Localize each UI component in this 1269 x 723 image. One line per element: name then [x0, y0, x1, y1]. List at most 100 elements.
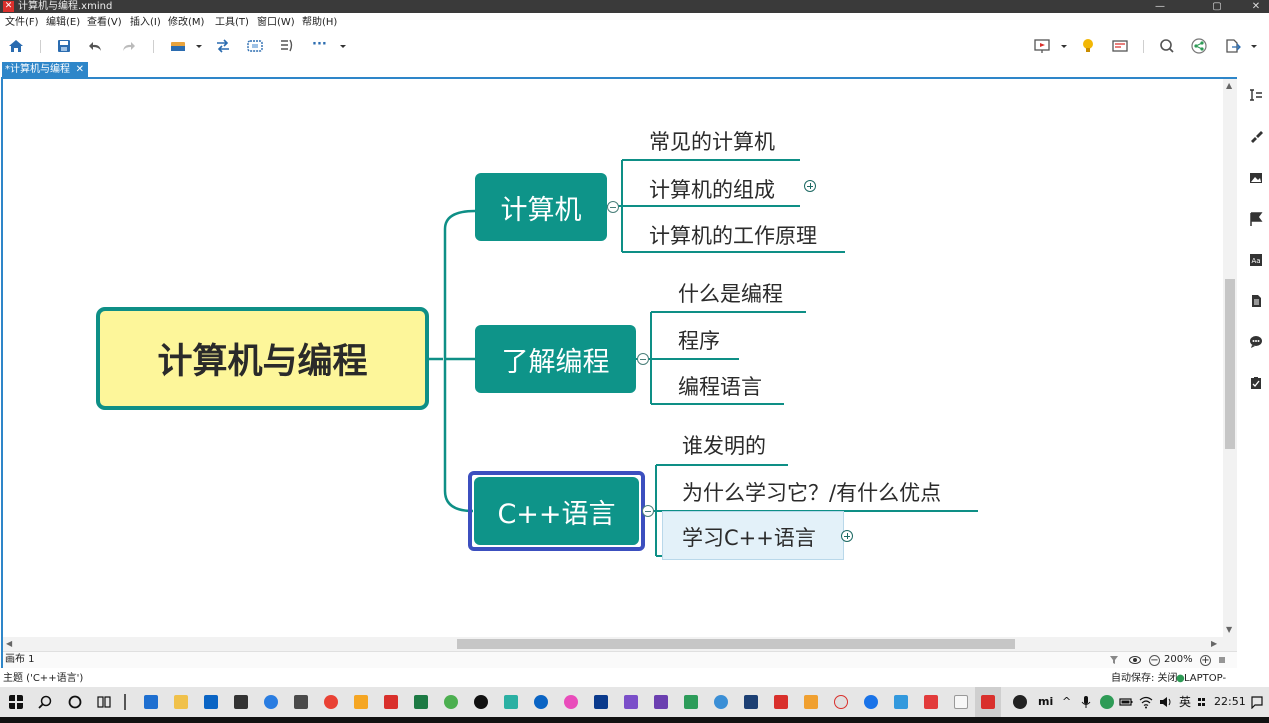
app-yellow-icon[interactable] [354, 695, 368, 709]
scroll-up-icon[interactable]: ▲ [1226, 81, 1233, 90]
app-dark-blue-icon[interactable] [594, 695, 608, 709]
chevron-down-icon[interactable] [1248, 37, 1260, 55]
ime-grid-icon[interactable] [1197, 695, 1207, 709]
scroll-down-icon[interactable]: ▼ [1226, 625, 1233, 634]
wifi-icon[interactable] [1139, 695, 1153, 709]
relationship-icon[interactable] [214, 37, 232, 55]
chevron-down-icon[interactable] [1058, 37, 1070, 55]
notification-icon[interactable] [1250, 695, 1264, 709]
outliner-icon[interactable] [1249, 88, 1263, 102]
app-bird-icon[interactable] [864, 695, 878, 709]
subtopic-computer-working-principle[interactable]: 计算机的工作原理 [649, 224, 817, 248]
expand-icon[interactable] [804, 180, 816, 192]
zoom-in-button[interactable]: + [1200, 655, 1211, 666]
app-red-icon[interactable] [774, 695, 788, 709]
tray-security-icon[interactable] [1100, 695, 1114, 709]
visual-studio-icon[interactable] [654, 695, 668, 709]
subtopic-who-invented[interactable]: 谁发明的 [682, 434, 766, 458]
undo-icon[interactable] [87, 37, 105, 55]
xmind-active-icon[interactable] [981, 695, 995, 709]
summary-icon[interactable] [278, 37, 296, 55]
redo-icon[interactable] [119, 37, 137, 55]
collapse-icon[interactable] [642, 505, 654, 517]
app-cube-icon[interactable] [234, 695, 248, 709]
clock-time[interactable]: 22:51 [1214, 695, 1246, 708]
menu-view[interactable]: 查看(V) [87, 17, 122, 28]
file-explorer-icon[interactable] [174, 695, 188, 709]
windows-start-icon[interactable] [9, 695, 23, 709]
subtopic-programming-language[interactable]: 编程语言 [678, 375, 762, 399]
sheet-tab[interactable]: 画布 1 [5, 654, 35, 665]
format-brush-icon[interactable] [1249, 129, 1263, 143]
tray-chevron-up-icon[interactable]: ^ [1062, 695, 1072, 708]
volume-icon[interactable] [1159, 695, 1173, 709]
menu-icon[interactable] [1217, 655, 1227, 665]
horizontal-scroll-thumb[interactable] [457, 639, 1015, 649]
microphone-icon[interactable] [1079, 695, 1093, 709]
vertical-scroll-thumb[interactable] [1225, 279, 1235, 449]
mindmap-canvas[interactable]: 计算机与编程 计算机 常见的计算机 计算机的组成 计算机的工作原理 了解编程 什… [3, 79, 1223, 637]
lightbulb-icon[interactable] [1079, 37, 1097, 55]
boundary-icon[interactable] [246, 37, 264, 55]
image-icon[interactable] [1249, 171, 1263, 185]
close-button[interactable]: ✕ [1251, 1, 1261, 12]
save-icon[interactable] [55, 37, 73, 55]
minimize-button[interactable]: — [1155, 1, 1165, 12]
app-blue-circle-icon[interactable] [534, 695, 548, 709]
horizontal-scrollbar[interactable]: ◀ ▶ [3, 637, 1237, 651]
status-autosave[interactable]: 自动保存: 关闭 [1111, 673, 1178, 684]
app-colorful-icon[interactable] [564, 695, 578, 709]
chevron-down-icon[interactable] [193, 37, 205, 55]
branch-topic-computer[interactable]: 计算机 [475, 173, 607, 241]
zoom-level[interactable]: 200% [1164, 654, 1193, 665]
subtopic-learn-cpp[interactable]: 学习C++语言 [682, 526, 816, 550]
subtopic-computer-components[interactable]: 计算机的组成 [649, 178, 775, 202]
notes-icon[interactable] [1249, 294, 1263, 308]
share-icon[interactable] [1190, 37, 1208, 55]
zoom-out-button[interactable]: − [1149, 655, 1160, 666]
battery-icon[interactable] [1119, 695, 1133, 709]
edge-icon[interactable] [144, 695, 158, 709]
vertical-scrollbar[interactable]: ▲ ▼ [1223, 79, 1237, 637]
branch-topic-cpp-language[interactable]: C++语言 [474, 477, 639, 545]
app-terminal-icon[interactable] [294, 695, 308, 709]
cortana-icon[interactable] [68, 695, 82, 709]
app-screen-icon[interactable] [684, 695, 698, 709]
comment-icon[interactable] [1249, 335, 1263, 349]
app-ring-icon[interactable] [834, 695, 848, 709]
eye-icon[interactable] [1129, 655, 1141, 665]
marker-flag-icon[interactable] [1249, 212, 1263, 226]
tray-mi-icon[interactable]: mi [1038, 695, 1054, 708]
task-icon[interactable] [1249, 376, 1263, 390]
app-teal-icon[interactable] [504, 695, 518, 709]
app-grid-icon[interactable] [924, 695, 938, 709]
filter-icon[interactable] [1109, 655, 1119, 665]
menu-edit[interactable]: 编辑(E) [46, 17, 81, 28]
qq-icon[interactable] [474, 695, 488, 709]
central-topic[interactable]: 计算机与编程 [96, 307, 429, 410]
more-icon[interactable]: ··· [312, 37, 327, 52]
menu-window[interactable]: 窗口(W) [257, 17, 295, 28]
topic-icon[interactable] [169, 37, 187, 55]
export-icon[interactable] [1223, 37, 1241, 55]
app-photo-icon[interactable] [744, 695, 758, 709]
expand-icon[interactable] [841, 530, 853, 542]
xmind-taskbar-icon[interactable] [384, 695, 398, 709]
app-k-icon[interactable] [264, 695, 278, 709]
task-view-icon[interactable] [97, 695, 111, 709]
app-purple-icon[interactable] [624, 695, 638, 709]
outline-icon[interactable] [1111, 37, 1129, 55]
menu-file[interactable]: 文件(F) [5, 17, 39, 28]
font-icon[interactable]: Aa [1249, 253, 1263, 267]
collapse-icon[interactable] [637, 353, 649, 365]
search-icon[interactable] [38, 695, 52, 709]
search-icon[interactable] [1158, 37, 1176, 55]
subtopic-program[interactable]: 程序 [678, 329, 720, 353]
subtopic-common-computers[interactable]: 常见的计算机 [649, 130, 775, 154]
maximize-button[interactable]: ▢ [1212, 1, 1222, 12]
subtopic-what-is-programming[interactable]: 什么是编程 [678, 282, 783, 306]
excel-icon[interactable] [414, 695, 428, 709]
chrome-icon[interactable] [324, 695, 338, 709]
menu-tools[interactable]: 工具(T) [215, 17, 249, 28]
app-network-icon[interactable] [714, 695, 728, 709]
